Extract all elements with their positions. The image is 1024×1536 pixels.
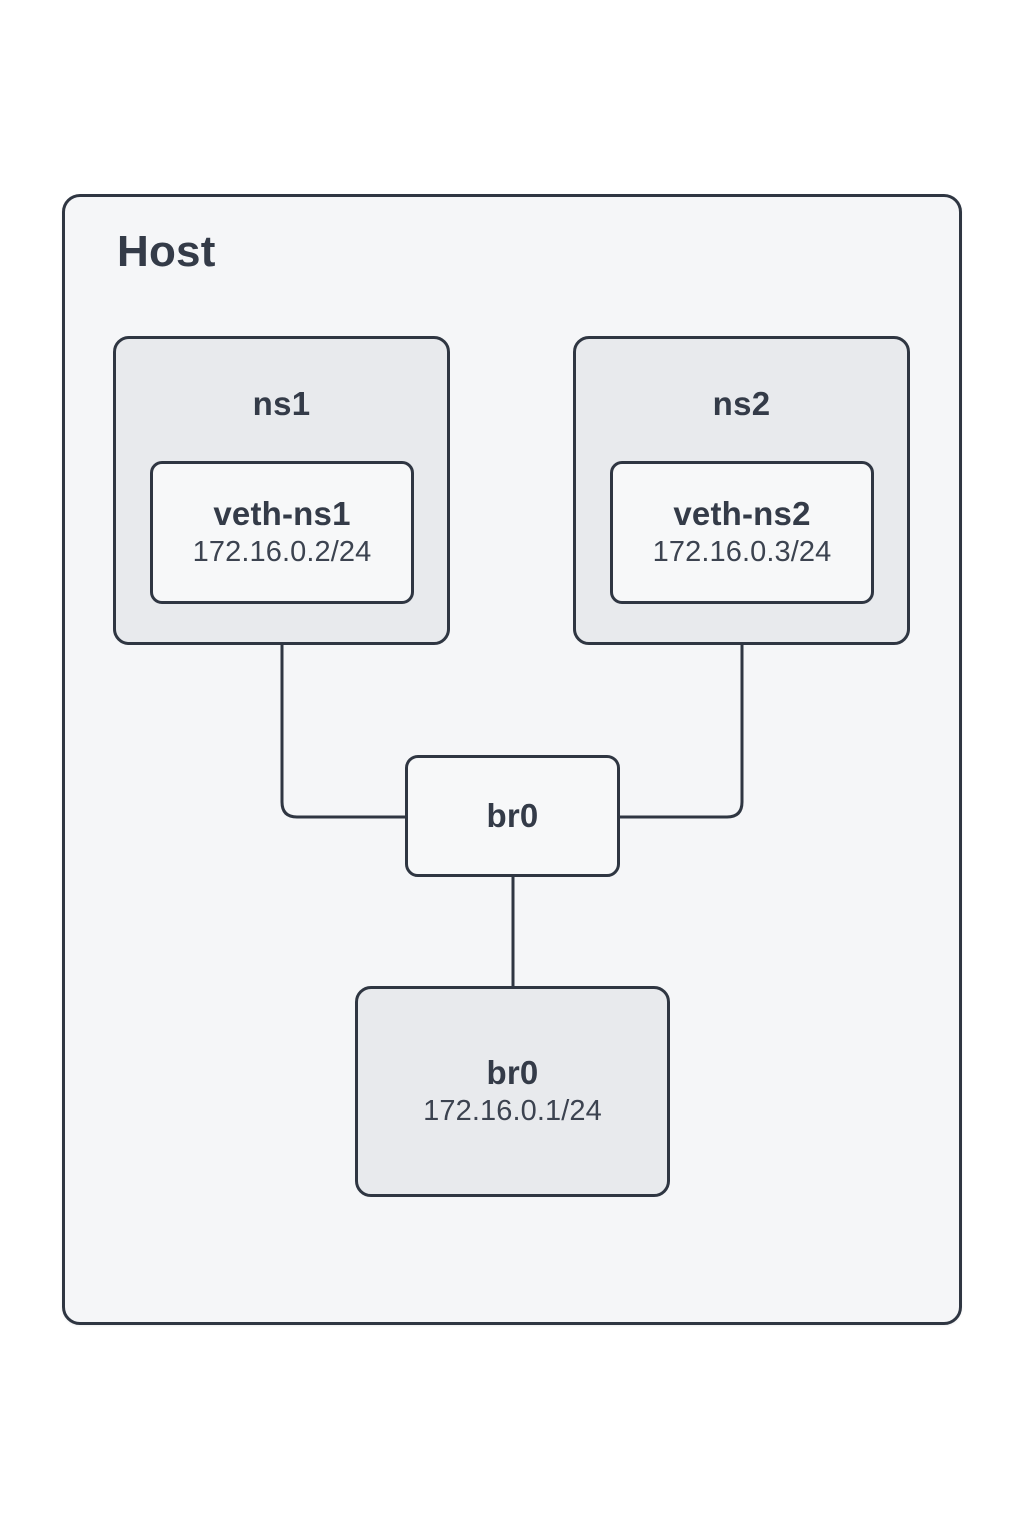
interface-name-veth-ns1: veth-ns1 (213, 495, 351, 533)
interface-node-veth-ns2[interactable]: veth-ns2 172.16.0.3/24 (610, 461, 874, 604)
bridge-interface-node-br0[interactable]: br0 172.16.0.1/24 (355, 986, 670, 1197)
bridge-port-node-br0[interactable]: br0 (405, 755, 620, 877)
namespace-label-ns2: ns2 (712, 385, 771, 422)
interface-address-veth-ns2: 172.16.0.3/24 (652, 535, 832, 568)
bridge-interface-name-br0: br0 (486, 1054, 539, 1092)
namespace-label-ns1: ns1 (252, 385, 311, 422)
bridge-interface-address-br0: 172.16.0.1/24 (423, 1094, 602, 1127)
interface-address-veth-ns1: 172.16.0.2/24 (192, 535, 372, 568)
interface-name-veth-ns2: veth-ns2 (673, 495, 811, 533)
bridge-port-label-br0: br0 (486, 797, 539, 835)
host-label: Host (117, 227, 216, 276)
interface-node-veth-ns1[interactable]: veth-ns1 172.16.0.2/24 (150, 461, 414, 604)
